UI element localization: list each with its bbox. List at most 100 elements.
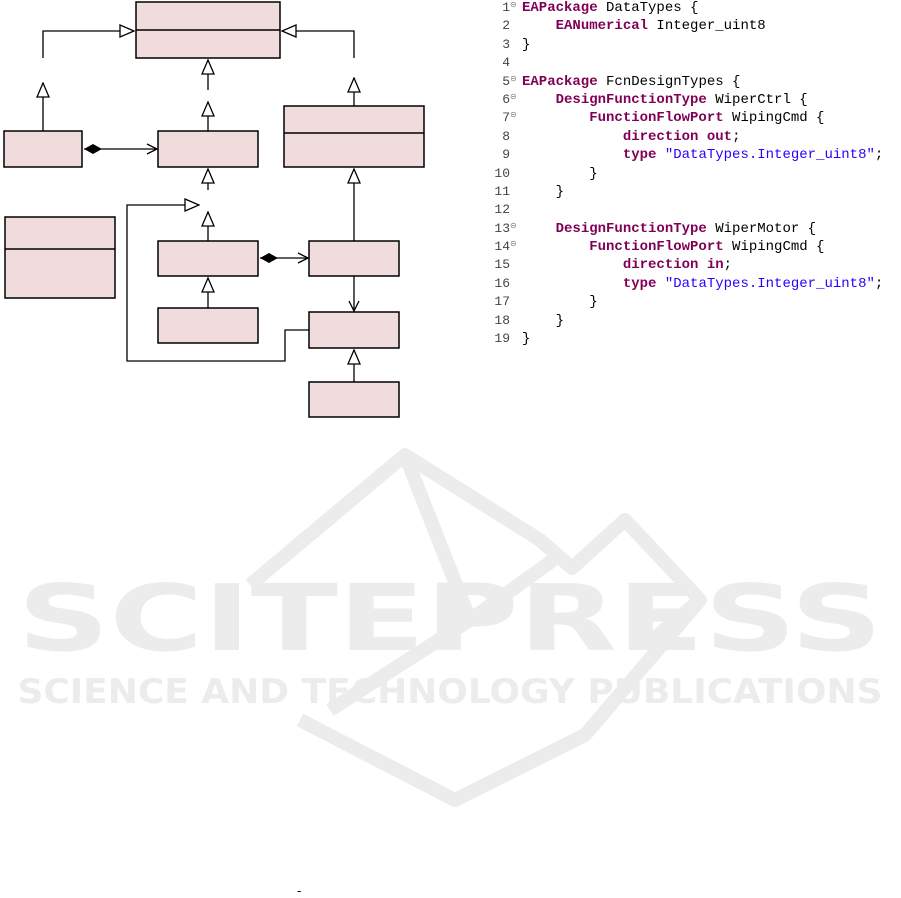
line-number: 9 — [502, 147, 510, 163]
line-number: 16 — [494, 275, 510, 291]
class-box-left — [3, 130, 83, 168]
line-number: 14 — [494, 239, 510, 255]
uml-class-diagram — [3, 1, 425, 418]
watermark-title: SCITEPRESS — [18, 565, 883, 672]
class-box-center-upper — [157, 130, 259, 168]
code-keyword: DesignFunctionType — [555, 220, 707, 237]
code-token: ; — [874, 147, 884, 164]
code-keyword: EAPackage — [522, 0, 598, 16]
class-box-top-root — [135, 1, 281, 59]
code-token: } — [522, 183, 565, 200]
code-keyword: FunctionFlowPort — [589, 239, 724, 256]
line-number: 4 — [502, 55, 510, 71]
code-text: EAPackage DataTypes { — [522, 0, 698, 17]
code-text: } — [522, 293, 598, 311]
code-line: 1⊝EAPackage DataTypes { — [492, 0, 897, 17]
code-line: 3} — [492, 36, 897, 54]
code-line: 12 — [492, 201, 897, 219]
footnote-mark: - — [297, 884, 302, 898]
code-token — [698, 129, 706, 145]
code-keyword: in — [706, 257, 724, 274]
code-line: 6⊝ DesignFunctionType WiperCtrl { — [492, 91, 897, 109]
line-number: 19 — [494, 331, 510, 347]
line-number: 6 — [502, 91, 510, 107]
line-number: 3 — [502, 36, 510, 52]
code-token: WipingCmd { — [723, 239, 825, 256]
code-string: "DataTypes.Integer_uint8" — [664, 147, 875, 164]
line-number: 7 — [502, 110, 510, 126]
code-token: } — [522, 331, 531, 348]
line-number: 15 — [494, 257, 510, 273]
code-token: } — [522, 36, 531, 53]
class-box-right-lower — [308, 311, 400, 349]
gutter-spacer — [510, 273, 522, 291]
code-token: } — [522, 312, 565, 329]
line-number: 17 — [494, 294, 510, 310]
fold-toggle-icon[interactable]: ⊝ — [510, 240, 517, 250]
code-keyword: out — [706, 128, 733, 145]
code-token: WiperMotor { — [706, 220, 817, 237]
code-line: 2 EANumerical Integer_uint8 — [492, 17, 897, 35]
line-number: 13 — [494, 220, 510, 236]
code-keyword: EANumerical — [555, 18, 649, 35]
fold-toggle-icon[interactable]: ⊝ — [510, 74, 517, 84]
code-token — [656, 147, 664, 163]
code-token: } — [522, 165, 598, 182]
code-text: EANumerical Integer_uint8 — [522, 17, 766, 35]
fold-toggle-icon[interactable]: ⊝ — [510, 1, 517, 10]
code-token: DataTypes { — [597, 0, 699, 16]
line-number: 2 — [502, 18, 510, 34]
line-number: 18 — [494, 312, 510, 328]
code-line: 17 } — [492, 293, 897, 311]
gutter-spacer — [510, 254, 522, 272]
gutter-spacer — [510, 34, 522, 52]
code-line: 5⊝ EAPackage FcnDesignTypes { — [492, 73, 897, 91]
code-keyword: DesignFunctionType — [555, 91, 707, 108]
line-number: 8 — [502, 128, 510, 144]
code-text: DesignFunctionType WiperCtrl { — [522, 91, 808, 109]
gutter-spacer — [510, 126, 522, 144]
line-number: 5 — [502, 73, 510, 89]
code-token: Integer_uint8 — [648, 18, 766, 35]
code-line: 14⊝ FunctionFlowPort WipingCmd { — [492, 238, 897, 256]
fold-toggle-icon[interactable]: ⊝ — [510, 92, 517, 102]
gutter-spacer — [510, 199, 522, 217]
code-text: } — [522, 36, 530, 54]
gutter-spacer — [510, 291, 522, 309]
gutter-spacer — [510, 52, 522, 70]
code-line: 13⊝ DesignFunctionType WiperMotor { — [492, 220, 897, 238]
code-token — [698, 257, 706, 273]
line-number: 10 — [494, 165, 510, 181]
code-token: ; — [874, 275, 884, 292]
gutter-spacer — [510, 181, 522, 199]
watermark-subtitle: SCIENCE AND TECHNOLOGY PUBLICATIONS — [18, 672, 883, 712]
code-token — [522, 239, 589, 255]
code-line: 18 } — [492, 312, 897, 330]
code-token: ; — [723, 257, 733, 274]
gutter-spacer — [510, 15, 522, 33]
code-keyword: FunctionFlowPort — [589, 110, 724, 127]
code-token — [656, 276, 664, 292]
code-string: "DataTypes.Integer_uint8" — [664, 275, 875, 292]
code-token — [522, 110, 589, 126]
code-text: FunctionFlowPort WipingCmd { — [522, 109, 824, 127]
gutter-spacer — [510, 163, 522, 181]
line-number: 11 — [494, 183, 510, 199]
code-listing: 1⊝EAPackage DataTypes {2 EANumerical Int… — [492, 0, 897, 348]
class-box-center-middle — [157, 240, 259, 277]
code-token: FcnDesignTypes { — [597, 73, 741, 90]
code-token — [522, 147, 623, 163]
code-text: direction in; — [522, 256, 732, 274]
code-keyword: direction — [622, 257, 699, 274]
code-token: } — [522, 294, 598, 311]
gutter-spacer — [510, 144, 522, 162]
code-keyword: type — [622, 147, 657, 164]
code-keyword: EAPackage — [522, 73, 598, 90]
code-line: 4 — [492, 54, 897, 72]
code-token — [522, 92, 556, 108]
code-text: } — [522, 183, 564, 201]
fold-toggle-icon[interactable]: ⊝ — [510, 111, 517, 121]
code-text: FunctionFlowPort WipingCmd { — [522, 238, 824, 256]
fold-toggle-icon[interactable]: ⊝ — [510, 221, 517, 231]
